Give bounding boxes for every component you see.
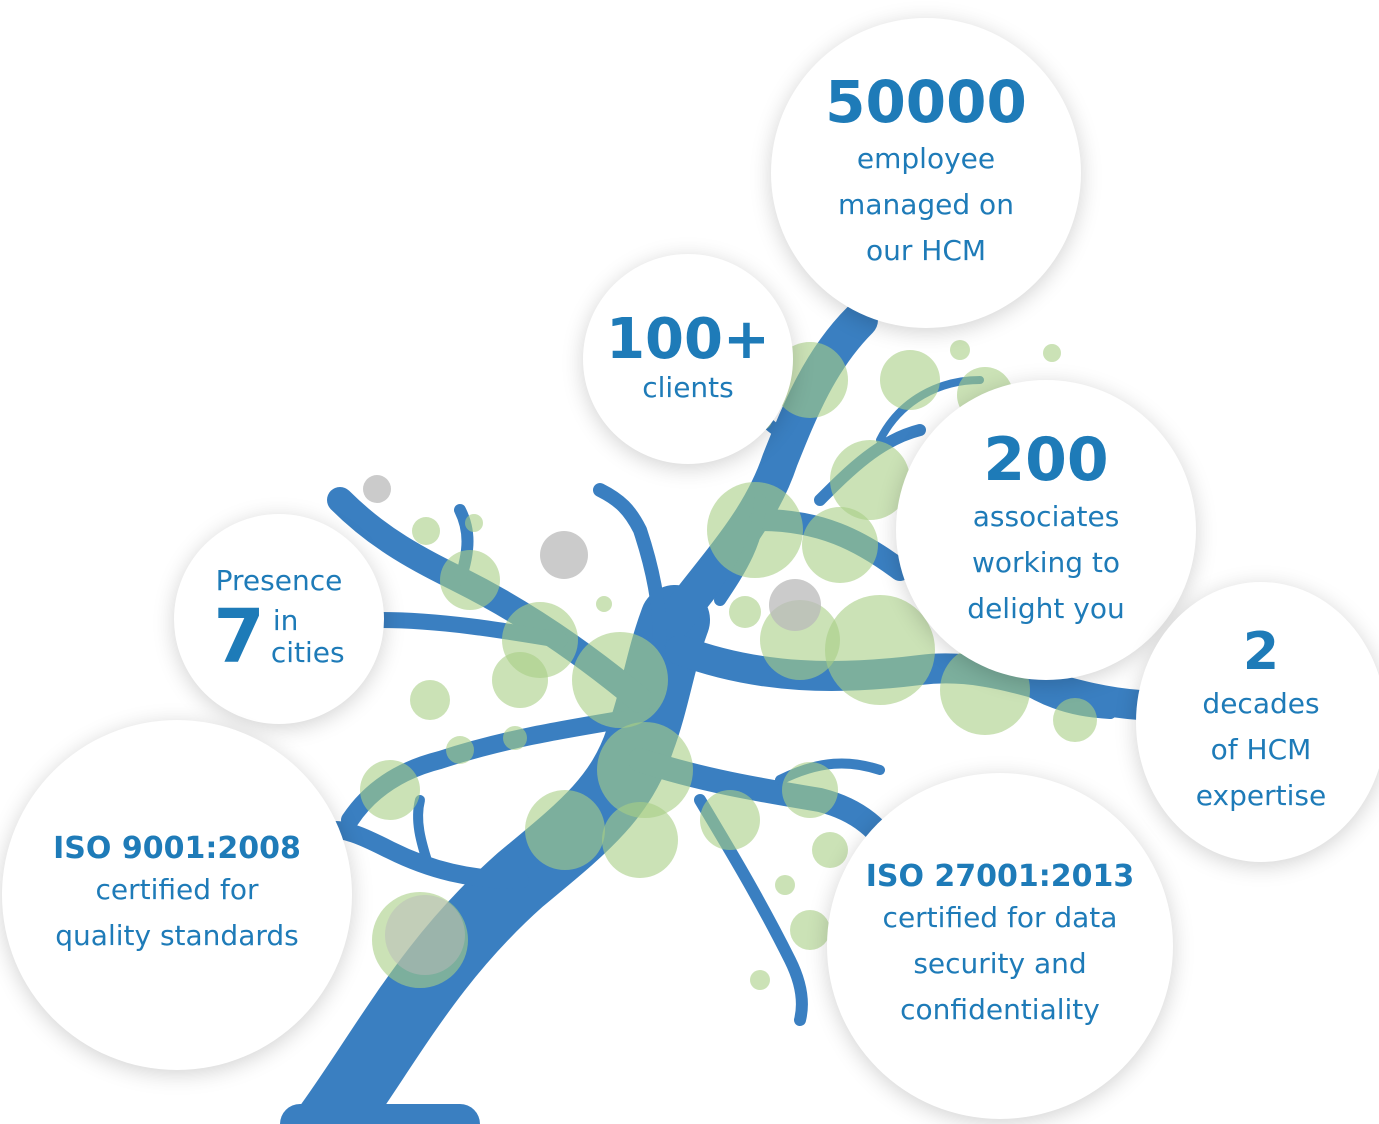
stat-decades-number: 2 <box>1242 621 1280 682</box>
cert-iso9001-bubble: ISO 9001:2008 certified for quality stan… <box>2 720 352 1070</box>
stat-presence-word-in: in <box>272 604 299 637</box>
stat-decades-line1: decades <box>1202 687 1320 721</box>
stat-employees-line3: our HCM <box>865 234 987 268</box>
tree-leaves <box>291 340 1097 990</box>
cert-iso9001-line1: certified for <box>95 873 259 906</box>
stat-decades-bubble: 2 decades of HCM expertise <box>1136 582 1379 862</box>
stat-presence-word-cities: cities <box>270 636 345 669</box>
stat-clients-line1: clients <box>642 371 734 405</box>
stat-presence-bubble: Presence 7 in cities <box>174 514 384 724</box>
stat-presence-row: 7 in cities <box>213 600 344 674</box>
stat-employees-line1: employee <box>856 142 996 176</box>
stat-clients-bubble: 100+ clients <box>583 254 793 464</box>
cert-iso27001-title: ISO 27001:2013 <box>865 859 1135 894</box>
stat-associates-bubble: 200 associates working to delight you <box>896 380 1196 680</box>
cert-iso27001-line3: confidentiality <box>900 993 1100 1026</box>
stat-associates-line2: working to <box>971 545 1121 579</box>
stat-associates-line3: delight you <box>967 591 1125 625</box>
stat-presence-label: Presence <box>215 564 343 597</box>
branch-left-low <box>326 821 529 889</box>
cert-iso27001-line2: security and <box>913 947 1087 980</box>
tree-grey-dots <box>363 475 821 975</box>
cert-iso27001-line1: certified for data <box>882 901 1118 934</box>
cert-iso9001-title: ISO 9001:2008 <box>53 831 301 866</box>
stat-employees-line2: managed on <box>838 188 1014 222</box>
stat-decades-line3: expertise <box>1195 779 1327 813</box>
branch-center-up <box>593 483 667 647</box>
stat-employees-bubble: 50000 employee managed on our HCM <box>771 18 1081 328</box>
stat-presence-words: in cities <box>271 605 345 669</box>
stat-clients-number: 100+ <box>606 306 770 372</box>
stat-decades-line2: of HCM <box>1210 733 1312 767</box>
cert-iso27001-bubble: ISO 27001:2013 certified for data securi… <box>827 773 1173 1119</box>
stat-associates-number: 200 <box>983 424 1109 495</box>
stat-employees-number: 50000 <box>825 67 1027 136</box>
branch-left-low-twig <box>413 795 435 875</box>
stat-associates-line1: associates <box>972 499 1120 533</box>
cert-iso9001-line2: quality standards <box>55 919 299 952</box>
stat-presence-number: 7 <box>213 594 265 680</box>
